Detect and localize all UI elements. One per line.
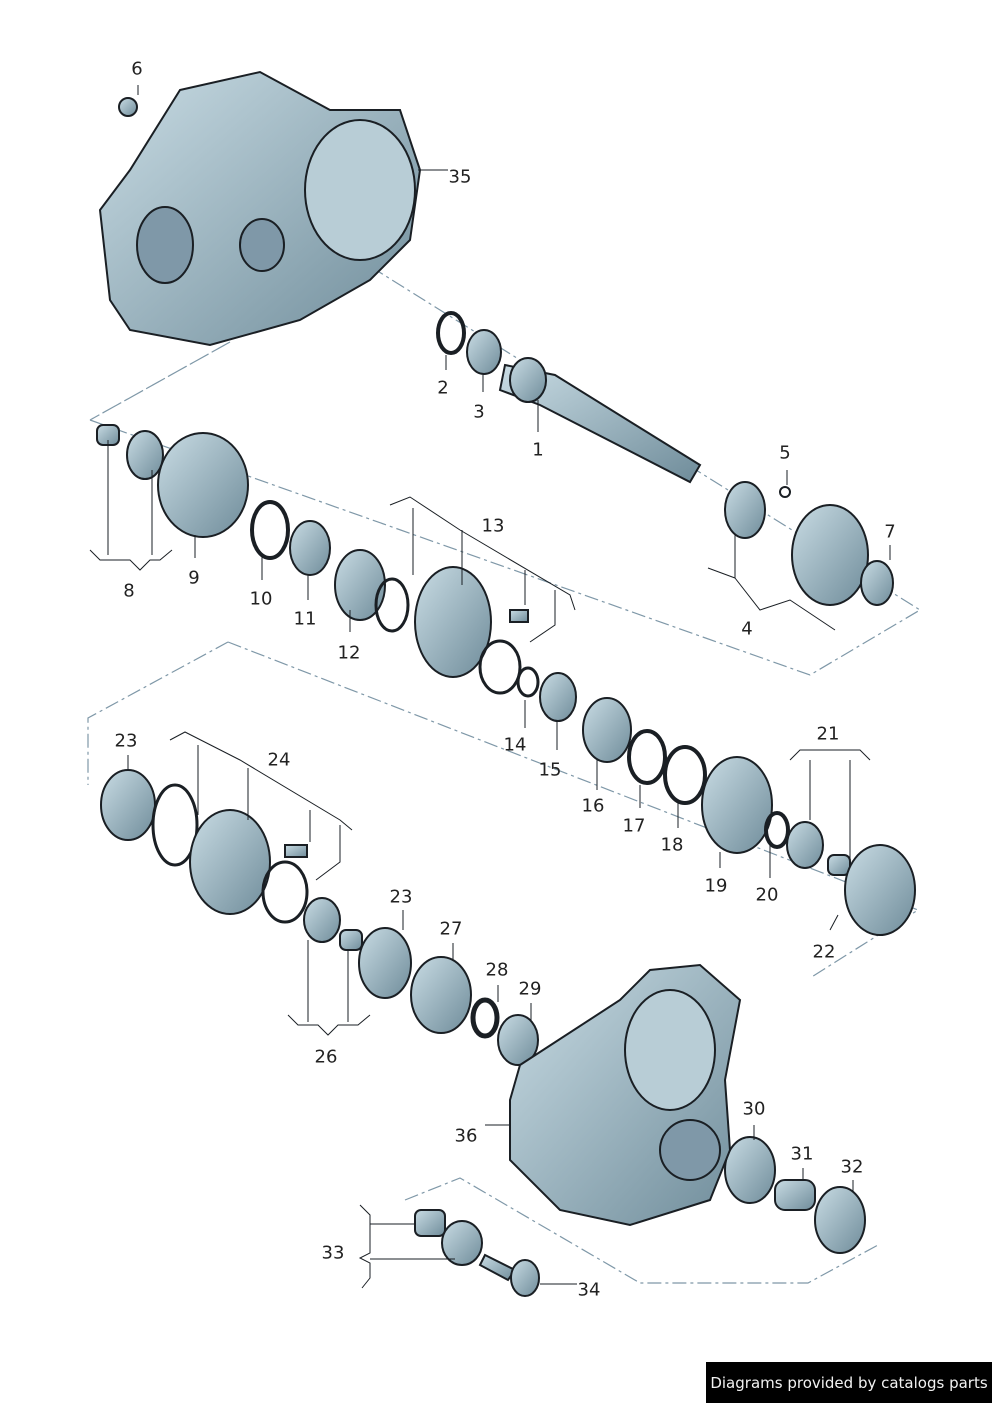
part-label-17: 17 <box>622 815 646 837</box>
part-label-13: 13 <box>481 515 505 537</box>
part-label-14: 14 <box>503 734 527 756</box>
part-label-23b: 23 <box>389 886 413 908</box>
part-label-20: 20 <box>755 884 779 906</box>
part-label-10: 10 <box>249 588 273 610</box>
part-label-27: 27 <box>439 918 463 940</box>
small-parts <box>96 311 916 1297</box>
attribution-footer: Diagrams provided by catalogs parts <box>706 1362 992 1403</box>
part-label-2: 2 <box>437 377 449 399</box>
part-label-34: 34 <box>577 1279 601 1301</box>
part-label-12: 12 <box>337 642 361 664</box>
part-label-23: 23 <box>114 730 138 752</box>
part-label-16: 16 <box>581 795 605 817</box>
part-label-33: 33 <box>321 1242 345 1264</box>
part-label-3: 3 <box>473 401 485 423</box>
part-label-11: 11 <box>293 608 317 630</box>
part-label-18: 18 <box>660 834 684 856</box>
part-label-29: 29 <box>518 978 542 1000</box>
part-label-9: 9 <box>188 567 200 589</box>
part-label-31: 31 <box>790 1143 814 1165</box>
part-label-7: 7 <box>884 521 896 543</box>
part-label-22: 22 <box>812 941 836 963</box>
part-label-32: 32 <box>840 1156 864 1178</box>
part-label-19: 19 <box>704 875 728 897</box>
part-label-36: 36 <box>454 1125 478 1147</box>
transmission-housing-35 <box>98 70 422 347</box>
nut-6 <box>118 97 138 117</box>
part-label-24: 24 <box>267 749 291 771</box>
assembly-dash-lines <box>87 259 922 1284</box>
part-label-15: 15 <box>538 759 562 781</box>
part-label-30: 30 <box>742 1098 766 1120</box>
part-label-26: 26 <box>314 1046 338 1068</box>
part-label-21: 21 <box>816 723 840 745</box>
part-label-28: 28 <box>485 959 509 981</box>
part-label-8: 8 <box>123 580 135 602</box>
part-label-6: 6 <box>131 58 143 80</box>
leader-lines <box>89 85 891 1289</box>
input-shaft-1 <box>498 357 702 484</box>
part-label-35: 35 <box>448 166 472 188</box>
part-label-5: 5 <box>779 442 791 464</box>
part-label-1: 1 <box>532 439 544 461</box>
transmission-housing-36 <box>509 963 742 1227</box>
part-label-4: 4 <box>741 618 753 640</box>
